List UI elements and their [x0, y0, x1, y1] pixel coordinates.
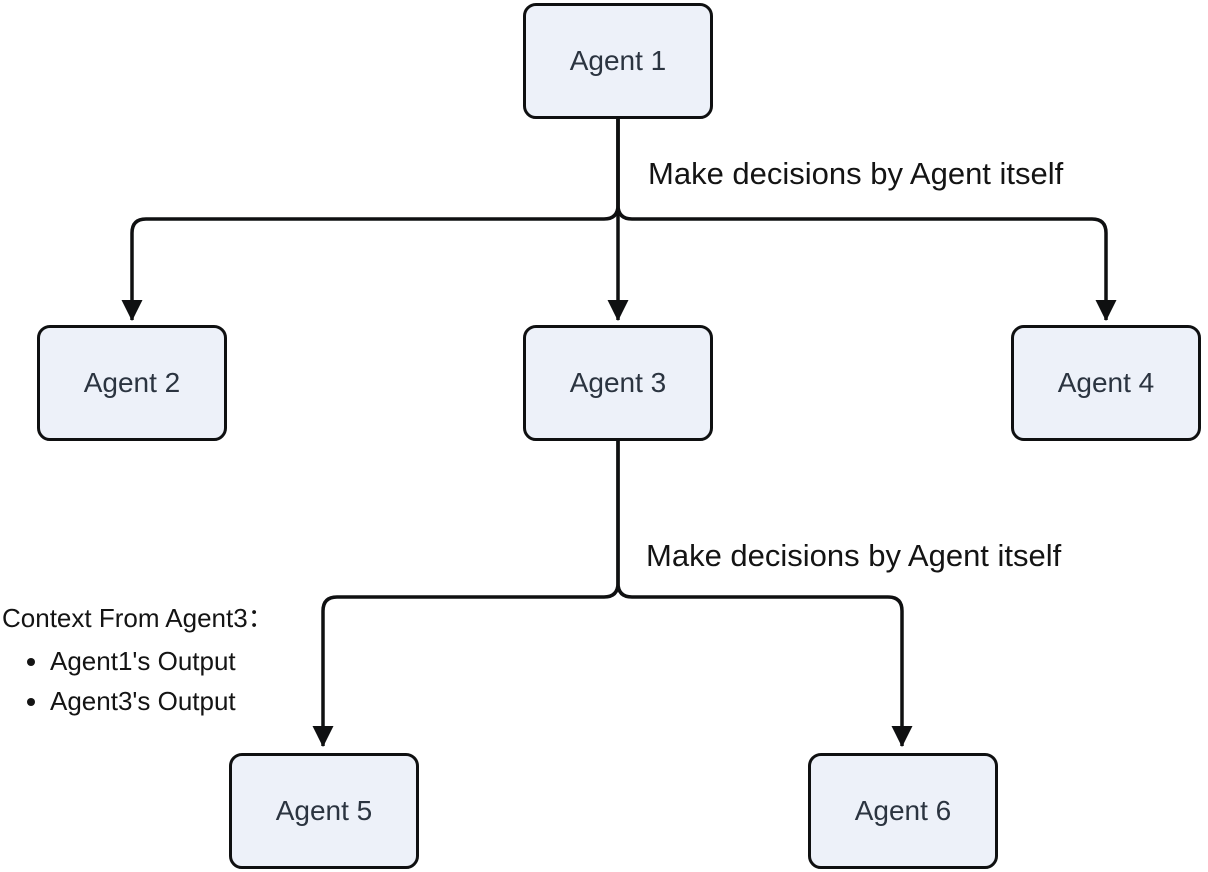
edge-agent3-agent5: [312, 441, 620, 748]
node-agent-1: Agent 1: [523, 3, 713, 119]
node-agent-3-label: Agent 3: [569, 367, 667, 398]
context-note-item-1: Agent1's Output: [50, 641, 274, 681]
edge-label-agent1-branch: Make decisions by Agent itself: [648, 156, 1064, 191]
edge-agent1-agent4: [616, 117, 1117, 322]
node-agent-4-label: Agent 4: [1057, 367, 1155, 398]
node-agent-2-label: Agent 2: [83, 367, 181, 398]
edge-label-agent3-branch: Make decisions by Agent itself: [646, 538, 1062, 573]
context-note-item-2: Agent3's Output: [50, 681, 274, 721]
context-note-title: Context From Agent3：: [2, 603, 274, 633]
context-note: Context From Agent3： Agent1's Output Age…: [2, 601, 274, 721]
node-agent-6-label: Agent 6: [854, 795, 952, 826]
edge-agent3-agent6: [616, 441, 913, 748]
context-note-list: Agent1's Output Agent3's Output: [2, 641, 274, 721]
node-agent-5: Agent 5: [229, 753, 419, 869]
node-agent-3: Agent 3: [523, 325, 713, 441]
edge-agent1-agent2: [121, 117, 620, 322]
node-agent-5-label: Agent 5: [275, 795, 373, 826]
node-agent-6: Agent 6: [808, 753, 998, 869]
node-agent-2: Agent 2: [37, 325, 227, 441]
node-agent-1-label: Agent 1: [569, 45, 667, 76]
node-agent-4: Agent 4: [1011, 325, 1201, 441]
